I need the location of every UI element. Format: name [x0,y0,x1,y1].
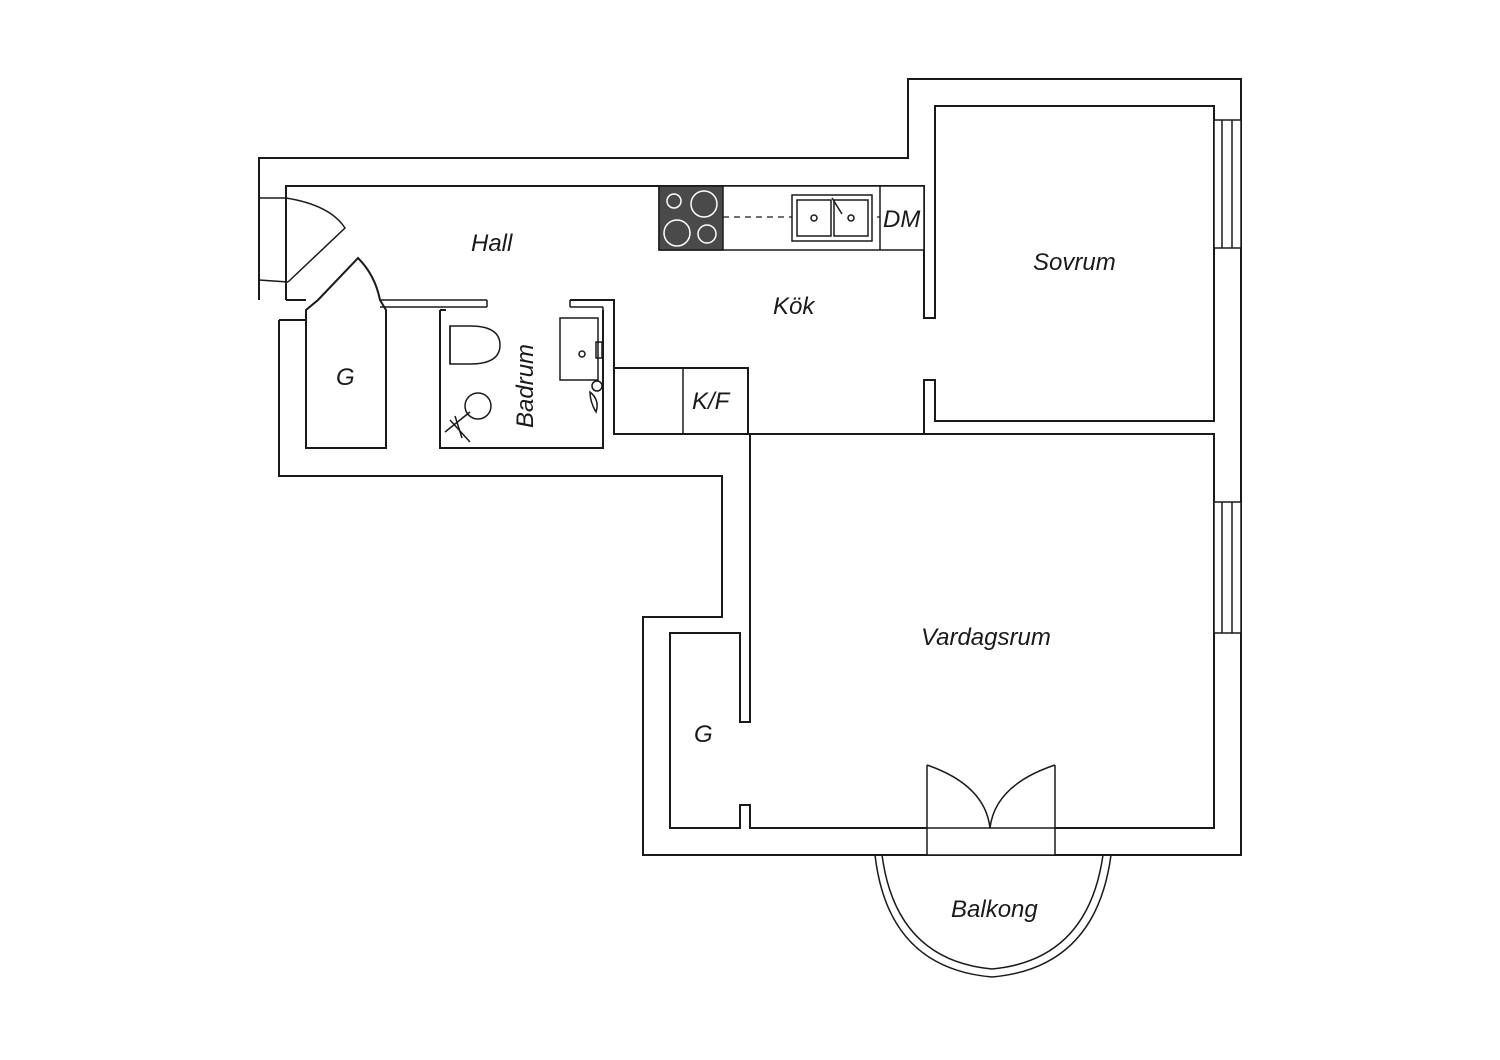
room-label-garderob-hall: G [336,364,355,391]
room-label-kok: Kök [773,293,816,320]
toilet [449,325,501,365]
entrance-door [258,197,346,300]
balcony-door [926,764,1056,856]
shower-icon [444,392,492,443]
appliance-label-dm: DM [883,206,920,233]
appliance-label-kf: K/F [692,388,731,415]
window-sovrum [1213,119,1242,249]
wardrobe-hall [305,256,488,449]
kitchen-counter [658,185,925,251]
room-label-badrum: Badrum [512,344,539,428]
washbasin-tap-icon [589,380,603,414]
room-label-garderob-vardagsrum: G [694,721,713,748]
bathroom [439,299,749,449]
room-label-balkong: Balkong [951,896,1038,923]
bathroom-sink [559,317,599,381]
balcony [874,854,1112,978]
room-label-sovrum: Sovrum [1033,249,1116,276]
window-vardagsrum [1213,501,1242,634]
kitchen-sink [791,194,873,242]
windows [1213,119,1242,634]
room-label-hall: Hall [471,230,513,257]
room-label-vardagsrum: Vardagsrum [921,624,1051,651]
